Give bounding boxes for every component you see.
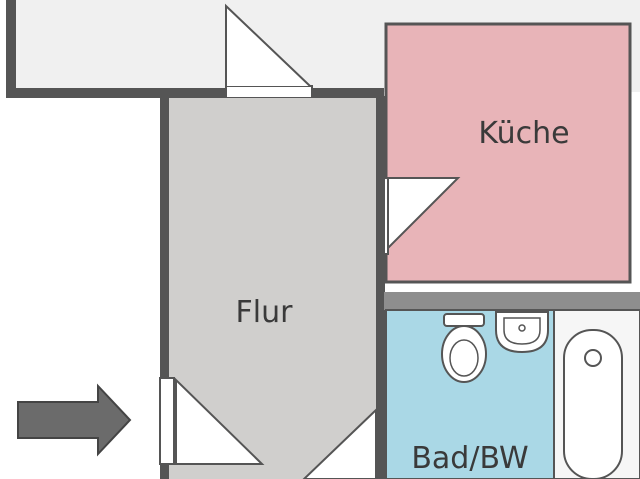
bathroom-label: Bad/BW: [411, 441, 528, 476]
wall-bathroom-top: [384, 292, 640, 310]
sink-icon: [495, 311, 549, 354]
door-frame-top-room: [225, 85, 313, 99]
door-frame-entrance: [159, 377, 175, 465]
kitchen-room: [384, 22, 632, 284]
hallway-label: Flur: [236, 295, 294, 330]
entrance-arrow-icon: [17, 383, 132, 457]
bathtub-icon: [563, 329, 623, 479]
door-swing-entrance: [175, 377, 265, 465]
door-swing-kitchen: [387, 177, 461, 251]
door-swing-bathroom: [302, 407, 377, 479]
kitchen-label: Küche: [478, 116, 569, 151]
wall-top-room-bottom: [6, 88, 384, 98]
toilet-icon: [441, 313, 487, 383]
wall-hallway-left: [160, 96, 169, 479]
wall-hallway-right: [376, 96, 385, 479]
wall-top-room-left: [6, 0, 16, 98]
door-swing-top-room: [225, 3, 311, 87]
